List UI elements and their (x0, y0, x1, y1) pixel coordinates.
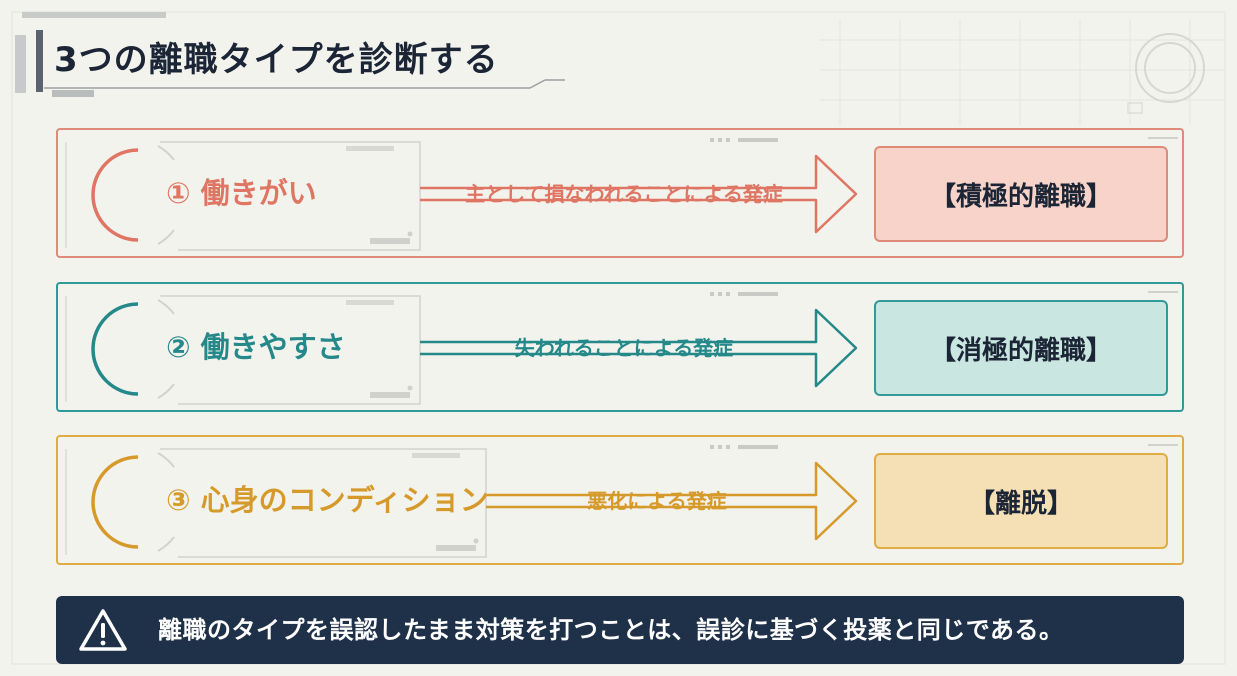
result-box: 【離脱】 (874, 453, 1168, 549)
type-cause: 主として損なわれることによる発症 (465, 182, 783, 206)
warning-banner: 離職のタイプを誤認したまま対策を打つことは、誤診に基づく投薬と同じである。 (56, 596, 1184, 664)
warning-text: 離職のタイプを誤認したまま対策を打つことは、誤診に基づく投薬と同じである。 (158, 616, 1064, 644)
type-cause: 悪化による発症 (587, 489, 727, 513)
type-name: ③ 心身のコンディション (166, 483, 489, 517)
type-card-2: ② 働きやすさ 失われることによる発症 【消極的離職】 (56, 282, 1184, 412)
page-title: 3つの離職タイプを診断する (54, 40, 499, 80)
result-box: 【消極的離職】 (874, 300, 1168, 396)
type-name: ② 働きやすさ (166, 330, 346, 364)
result-box: 【積極的離職】 (874, 146, 1168, 242)
type-name: ① 働きがい (166, 176, 317, 210)
type-cause: 失われることによる発症 (514, 336, 734, 360)
type-card-1: ① 働きがい 主として損なわれることによる発症 【積極的離職】 (56, 128, 1184, 258)
warning-triangle-icon (79, 609, 127, 651)
type-card-3: ③ 心身のコンディション 悪化による発症 【離脱】 (56, 435, 1184, 565)
